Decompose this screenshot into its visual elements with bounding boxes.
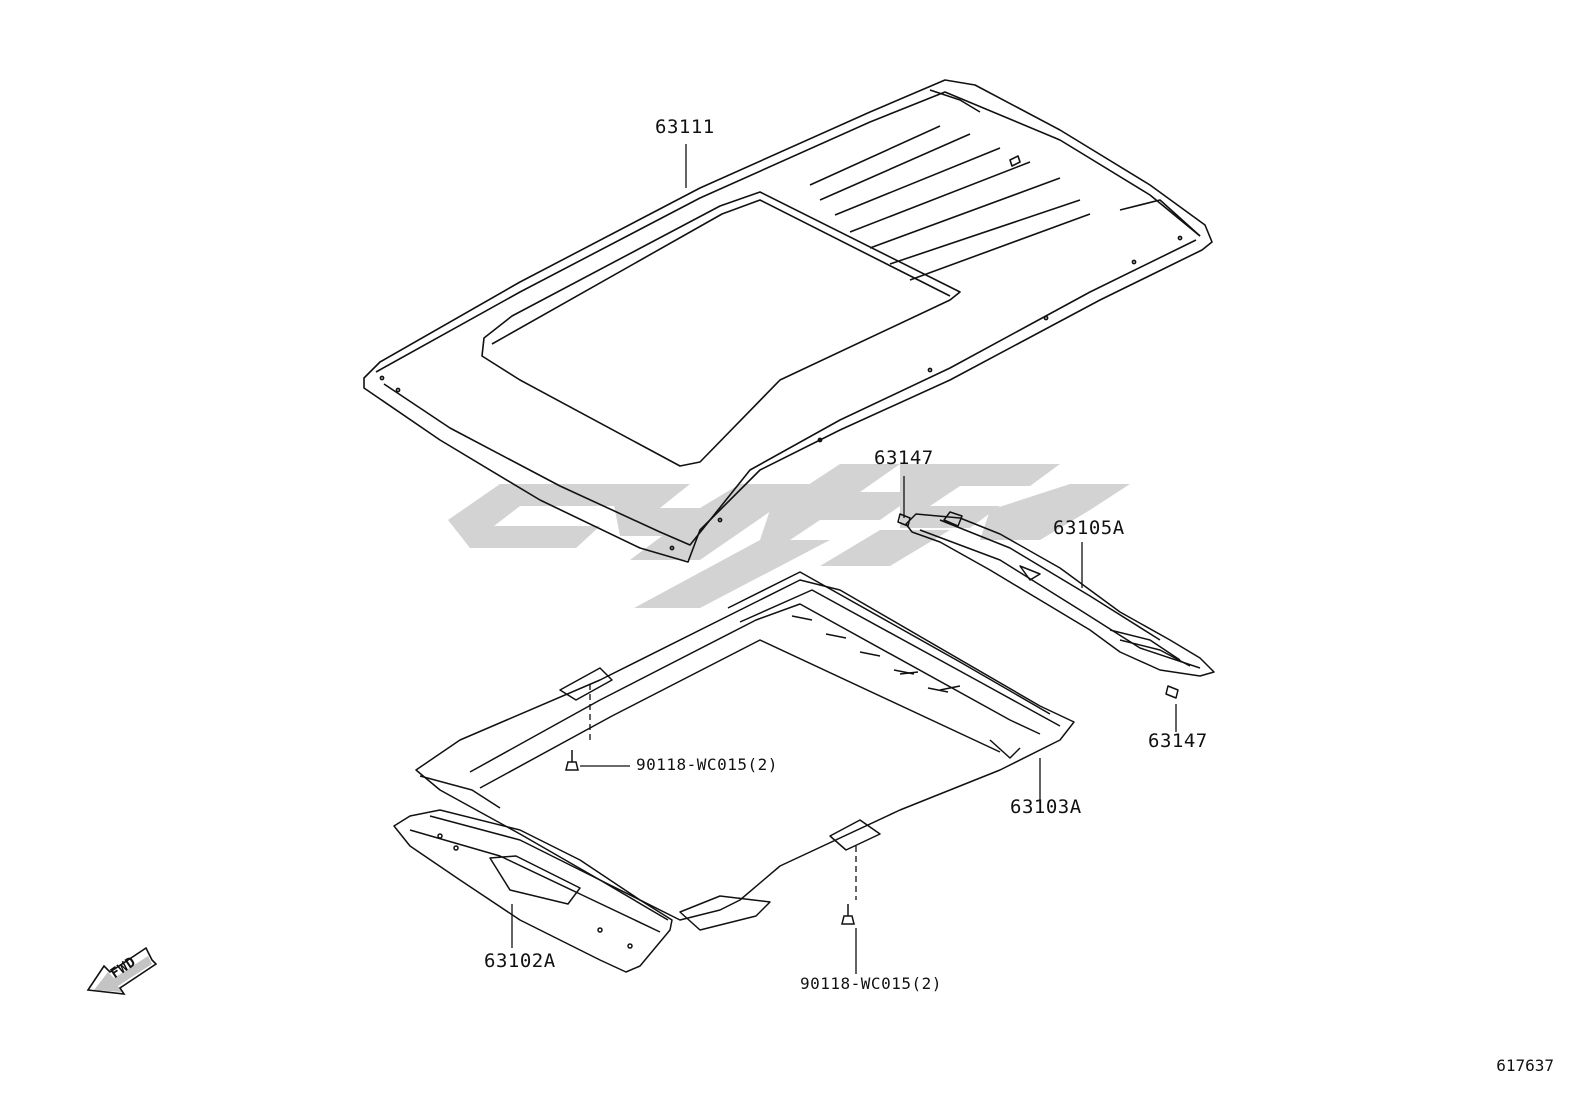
label-bolt-right: 90118-WC015(2) xyxy=(636,755,778,774)
leader-lines xyxy=(511,144,1177,974)
label-bolt-bottom: 90118-WC015(2) xyxy=(800,974,942,993)
label-clip-lower: 63147 xyxy=(1148,730,1208,752)
document-id: 617637 xyxy=(1496,1056,1554,1075)
rear-roof-rail-drawing xyxy=(897,511,1215,699)
label-sunroof-reinforcement: 63103A xyxy=(1010,796,1082,818)
label-front-header: 63102A xyxy=(484,950,556,972)
front-header-drawing xyxy=(393,809,673,973)
label-rear-roof-rail: 63105A xyxy=(1053,517,1125,539)
fwd-arrow-icon xyxy=(86,946,158,995)
roof-panel-drawing xyxy=(363,79,1213,563)
watermark-logo xyxy=(448,464,1130,608)
label-clip-upper: 63147 xyxy=(874,447,934,469)
sunroof-frame-drawing xyxy=(415,571,1075,931)
label-roof-panel: 63111 xyxy=(655,116,715,138)
bolt-icons xyxy=(565,750,855,925)
